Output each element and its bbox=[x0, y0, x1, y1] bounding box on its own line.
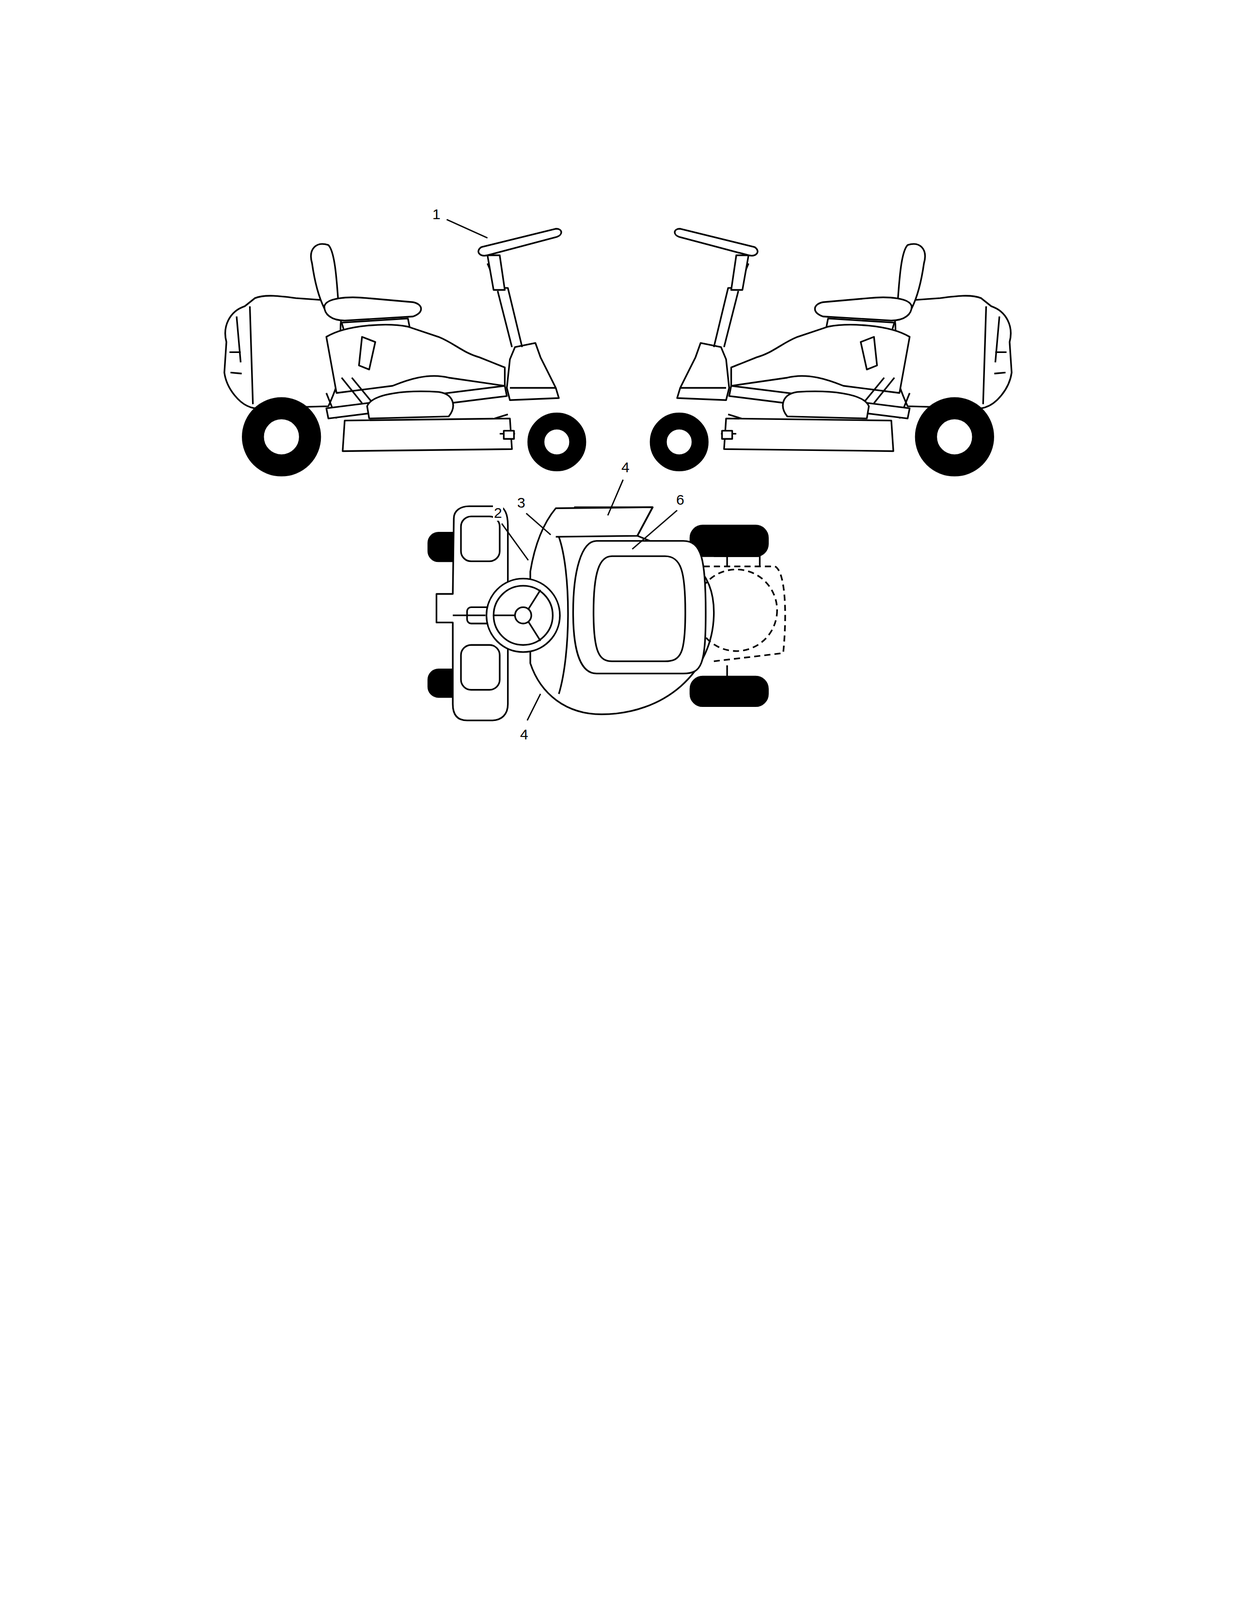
side-view bbox=[224, 228, 586, 476]
callout-number: 3 bbox=[516, 494, 527, 511]
leader-lines bbox=[446, 219, 678, 721]
callout-number: 1 bbox=[431, 206, 442, 222]
top-view bbox=[428, 506, 786, 721]
callout-number: 2 bbox=[492, 505, 504, 521]
callout-number: 4 bbox=[620, 459, 631, 476]
callout-number: 6 bbox=[675, 491, 686, 508]
side-view bbox=[650, 228, 1012, 476]
callout-number: 4 bbox=[519, 726, 530, 743]
